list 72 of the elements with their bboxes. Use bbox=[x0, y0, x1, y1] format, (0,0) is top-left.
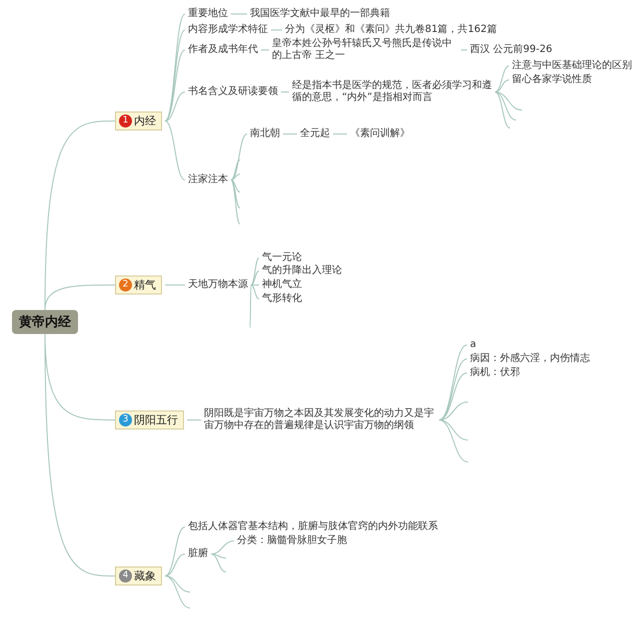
subtopic-text: 注意与中医基础理论的区别 bbox=[512, 60, 632, 72]
main-topic-box bbox=[115, 276, 162, 294]
subtopic-text: 阴阳既是宇宙万物之本因及其发展变化的动力又是宇宙万物中存在的普遍规律是认识宇宙万物的纲领 bbox=[204, 408, 436, 432]
empty-branch-line bbox=[494, 92, 516, 120]
empty-branch-line bbox=[230, 180, 240, 208]
branch-line bbox=[250, 284, 260, 286]
subtopic-text: 全元起 bbox=[300, 128, 330, 140]
subtopic-text: 我国医学文献中最早的一部典籍 bbox=[250, 8, 390, 20]
topic-label: 内经 bbox=[134, 114, 156, 128]
empty-branch-line bbox=[230, 174, 240, 180]
branch-line bbox=[164, 92, 186, 122]
branch-line bbox=[250, 258, 260, 286]
empty-branch-line bbox=[230, 160, 240, 180]
empty-branch-line bbox=[494, 92, 510, 128]
number-badge: 3 bbox=[119, 414, 132, 426]
subtopic-text: 气一元论 bbox=[262, 252, 302, 264]
subtopic-text: 皇帝本姓公孙号轩辕氏又号熊氏是传说中的上古帝 王之一 bbox=[272, 38, 458, 62]
branch-line bbox=[210, 540, 234, 554]
subtopic-text: 气的升降出入理论 bbox=[262, 265, 342, 277]
branch-line bbox=[44, 284, 116, 310]
subtopic-text: a bbox=[470, 339, 476, 351]
subtopic-text: 内容形成学术特征 bbox=[188, 24, 268, 36]
subtopic-text: 脏腑 bbox=[188, 548, 208, 560]
empty-branch-line bbox=[164, 576, 190, 592]
subtopic-text: 留心各家学说性质 bbox=[512, 74, 592, 86]
subtopic-text: 南北朝 bbox=[250, 128, 280, 140]
branch-line bbox=[250, 270, 260, 286]
main-topic-box bbox=[115, 566, 162, 586]
subtopic-text: 经是指本书是医学的规范，医者必须学习和遵循的意思，“内外”是指相对而言 bbox=[292, 80, 492, 104]
topic-label: 精气 bbox=[134, 278, 156, 292]
subtopic-text: 病机：伏邪 bbox=[470, 367, 520, 379]
topic-label: 藏象 bbox=[134, 568, 156, 584]
branch-line bbox=[494, 80, 510, 92]
branch-line bbox=[164, 284, 186, 286]
topic-label: 阴阳五行 bbox=[134, 412, 178, 428]
empty-branch-line bbox=[210, 554, 226, 558]
branch-line bbox=[494, 66, 510, 92]
branch-line bbox=[250, 284, 260, 300]
subtopic-text: 神机气立 bbox=[262, 279, 302, 291]
number-badge: 1 bbox=[119, 114, 132, 128]
empty-branch-line bbox=[230, 180, 240, 192]
number-badge: 4 bbox=[119, 570, 132, 582]
empty-branch-line bbox=[494, 92, 522, 110]
subtopic-text: 天地万物本源 bbox=[188, 279, 248, 291]
subtopic-text: 重要地位 bbox=[188, 8, 228, 20]
branch-line bbox=[164, 554, 186, 576]
branch-line bbox=[164, 120, 186, 180]
main-topic-box bbox=[115, 112, 162, 130]
empty-branch-line bbox=[210, 554, 226, 572]
empty-branch-line bbox=[230, 180, 240, 224]
subtopic-text: 书名含义及研读要领 bbox=[188, 86, 278, 98]
branch-line bbox=[164, 50, 186, 122]
subtopic-text: 包括人体器官基本结构，脏腑与肢体官窍的内外功能联系 bbox=[188, 521, 438, 533]
subtopic-text: 《素问训解》 bbox=[350, 128, 410, 140]
empty-branch-line bbox=[438, 420, 468, 440]
branch-line bbox=[164, 526, 186, 576]
empty-branch-line bbox=[164, 576, 190, 608]
empty-branch-line bbox=[438, 402, 468, 420]
empty-branch-line bbox=[438, 420, 468, 462]
subtopic-text: 西汉 公元前99-26 bbox=[470, 44, 552, 56]
central-topic-box: 黄帝内经 bbox=[12, 310, 78, 334]
branch-line bbox=[438, 372, 468, 420]
subtopic-text: 病因：外感六淫，内伤情志 bbox=[470, 353, 590, 365]
subtopic-text: 注家注本 bbox=[188, 174, 228, 186]
subtopic-text: 分为《灵枢》和《素问》共九卷81篇，共162篇 bbox=[285, 24, 497, 36]
subtopic-text: 气形转化 bbox=[262, 293, 302, 305]
subtopic-text: 分类：脑髓骨脉胆女子胞 bbox=[237, 535, 347, 547]
empty-branch-line bbox=[250, 284, 252, 328]
subtopic-text: 作者及成书年代 bbox=[188, 44, 258, 56]
branch-line bbox=[438, 344, 468, 420]
main-topic-box bbox=[115, 410, 184, 430]
number-badge: 2 bbox=[119, 278, 132, 292]
